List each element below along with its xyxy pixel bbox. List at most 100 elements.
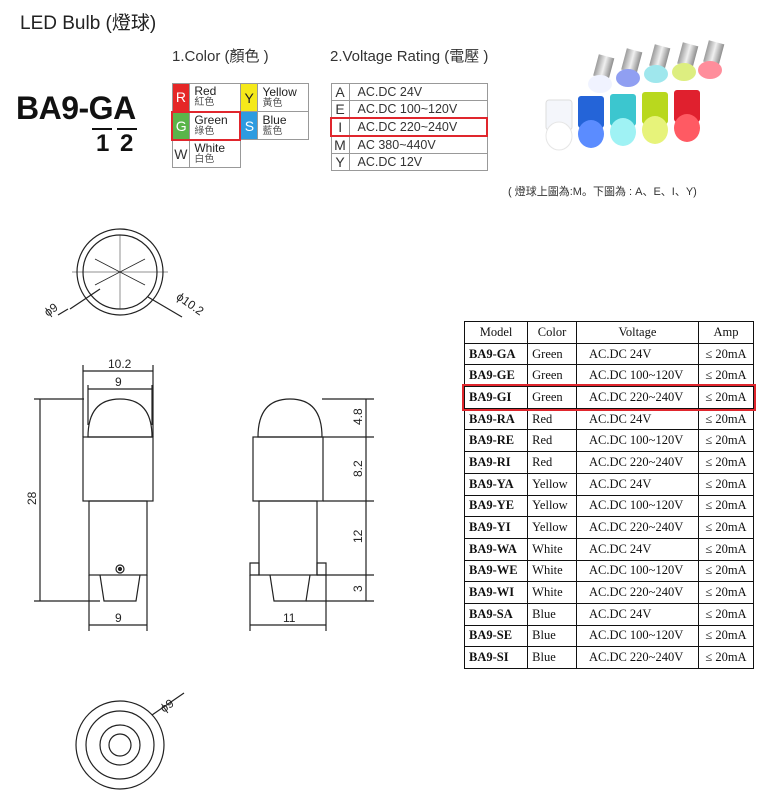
cell-color: Green [527,386,577,409]
dim-top-d1: ϕ9 [41,300,60,319]
dim-side-w: 11 [283,611,296,625]
model-position-2: 2 [120,130,134,157]
cell-model: BA9-RE [463,429,529,453]
cell-voltage: AC.DC 100~120V [575,364,699,388]
bottom-view-outer-circle [75,700,165,790]
model-prefix: BA9- [16,90,89,126]
voltage-value-highlighted: AC.DC 220~240V [349,117,488,137]
cell-color: White [527,581,577,604]
cell-amp: ≤ 20mA [697,364,755,388]
cell-model: BA9-GA [463,342,529,366]
cell-color: White [527,537,577,561]
voltage-value: AC.DC 24V [348,83,488,101]
cell-color: Red [527,429,577,453]
cell-color: Green [527,342,577,366]
cell-model: BA9-RA [463,407,529,431]
cell-color: Yellow [527,472,577,496]
dim-front-w-top: 10.2 [108,357,132,371]
product-photo [545,40,725,151]
photo-caption: ( 燈球上圖為:M。下圖為 : A、E、I、Y) [508,186,697,198]
color-section-title: 1.Color (顏色 ) [172,48,269,65]
cell-voltage: AC.DC 24V [575,342,699,366]
front-view-dome [87,398,153,438]
cell-model: BA9-RI [463,451,529,474]
spec-header-model: Model [463,321,529,344]
voltage-section-title: 2.Voltage Rating (電壓 ) [330,48,489,65]
cell-model: BA9-SE [463,624,529,648]
model-code: BA9-GA [16,90,136,127]
cell-model: BA9-SI [463,646,529,669]
dim-side-h3: 12 [351,529,365,543]
cell-color: Blue [527,624,577,648]
cell-color: Yellow [527,516,577,539]
voltage-code: M [330,135,350,154]
model-underline-2 [117,128,137,130]
cell-amp: ≤ 20mA [697,602,755,626]
cell-amp: ≤ 20mA [697,494,755,518]
front-view-base [88,500,148,576]
dim-side-h1: 4.8 [351,408,365,425]
color-code-green: G [171,110,191,141]
cell-model: BA9-WE [463,559,529,583]
cell-amp: ≤ 20mA [697,407,755,431]
color-code-yellow: Y [239,83,259,112]
cell-voltage: AC.DC 100~120V [575,429,699,453]
technical-drawing: ϕ9 ϕ10.2 10.2 9 28 9 4.8 8.2 12 3 11 ϕ9 [25,228,374,790]
cell-model: BA9-YA [463,472,529,496]
cell-voltage: AC.DC 100~120V [575,494,699,518]
cell-amp: ≤ 20mA [697,429,755,453]
cell-color: Blue [527,602,577,626]
dim-side-h4: 3 [351,585,365,592]
cell-voltage: AC.DC 24V [575,602,699,626]
cell-voltage: AC.DC 100~120V [575,624,699,648]
side-view-cap [252,436,324,502]
model-suffix: GA [88,90,137,126]
cell-amp: ≤ 20mA [697,624,755,648]
dim-side-h2: 8.2 [351,460,365,477]
cell-model: BA9-YE [463,494,529,518]
cell-amp: ≤ 20mA [697,646,755,669]
cell-model: BA9-SA [463,602,529,626]
model-position-1: 1 [96,130,110,157]
cell-amp: ≤ 20mA [697,472,755,496]
cell-model: BA9-WA [463,537,529,561]
front-view-cap [82,436,154,502]
dim-top-d2: ϕ10.2 [174,290,207,319]
color-code-blue: S [239,111,259,140]
cell-color: White [527,559,577,583]
cell-color: Red [527,451,577,474]
cell-voltage: AC.DC 220~240V [575,581,699,604]
front-view-tip [99,574,141,602]
dim-front-w-base: 9 [115,611,122,625]
cell-amp: ≤ 20mA [697,386,755,409]
voltage-code: E [330,100,350,119]
page-title: LED Bulb (燈球) [20,13,157,34]
spec-header-color: Color [527,321,577,344]
cell-amp: ≤ 20mA [697,537,755,561]
cell-amp: ≤ 20mA [697,451,755,474]
voltage-code-highlighted: I [330,117,350,137]
highlighted-row-outline [462,384,756,411]
cell-color: Green [527,364,577,388]
color-code-red: R [171,83,191,112]
voltage-value: AC.DC 12V [348,153,488,171]
cell-amp: ≤ 20mA [697,342,755,366]
